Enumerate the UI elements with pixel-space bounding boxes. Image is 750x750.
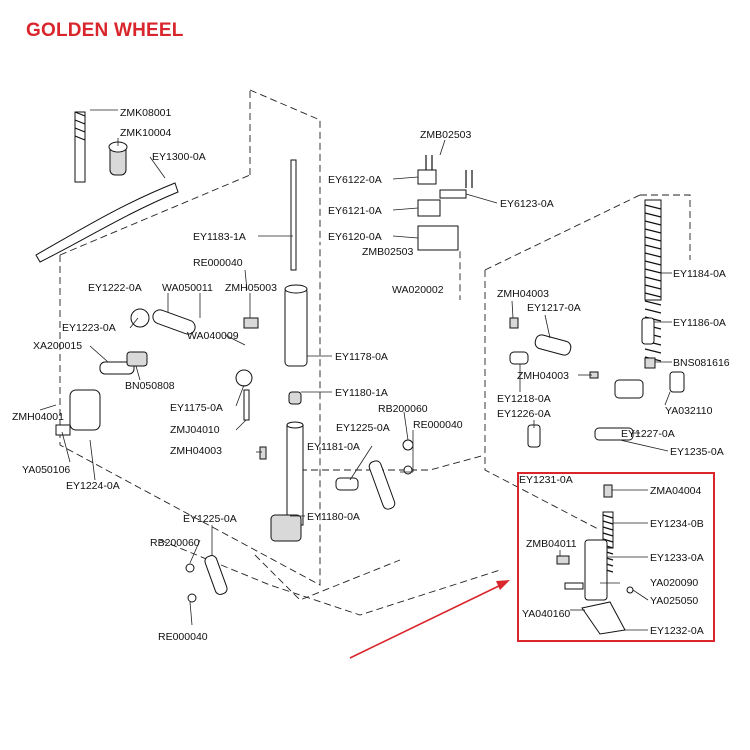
label-wa050011: WA050011 xyxy=(162,282,213,294)
label-rb200060-bottom: RB200060 xyxy=(150,537,200,549)
label-rb200060-top: RB200060 xyxy=(378,403,428,415)
highlight-arrow xyxy=(349,580,510,659)
label-zmb02503-top: ZMB02503 xyxy=(420,129,472,141)
assembly-outlines xyxy=(59,89,691,616)
link-parts xyxy=(185,439,414,603)
label-ey6123: EY6123-0A xyxy=(500,198,554,210)
label-zmh04001: ZMH04001 xyxy=(12,411,64,423)
label-ey1235: EY1235-0A xyxy=(670,446,724,458)
needle-bar-assembly xyxy=(270,159,308,542)
label-zmh04003-right: ZMH04003 xyxy=(497,288,549,300)
label-bns081616: BNS081616 xyxy=(673,357,730,369)
label-ey1226: EY1226-0A xyxy=(497,408,551,420)
label-ey6120: EY6120-0A xyxy=(328,231,382,243)
label-ey6122: EY6122-0A xyxy=(328,174,382,186)
label-ey1180-1a: EY1180-1A xyxy=(335,387,388,399)
presser-foot-assembly xyxy=(556,484,634,635)
label-ya025050: YA025050 xyxy=(650,595,698,607)
label-ya040160: YA040160 xyxy=(522,608,570,620)
label-ey1218: EY1218-0A xyxy=(497,393,551,405)
label-bn050808: BN050808 xyxy=(125,380,175,392)
label-ey1224: EY1224-0A xyxy=(66,480,120,492)
label-zmb04011: ZMB04011 xyxy=(526,538,577,550)
label-zmh04003-right2: ZMH04003 xyxy=(517,370,569,382)
label-zmh04003-left: ZMH04003 xyxy=(170,445,222,457)
label-ey1234: EY1234-0B xyxy=(650,518,704,530)
label-ya020090: YA020090 xyxy=(650,577,698,589)
label-wa040009: WA040009 xyxy=(187,330,239,342)
label-re000040-bottom: RE000040 xyxy=(158,631,208,643)
label-ey1227: EY1227-0A xyxy=(621,428,675,440)
label-re000040-top: RE000040 xyxy=(193,257,243,269)
right-side-parts xyxy=(509,199,685,448)
label-ey6121: EY6121-0A xyxy=(328,205,382,217)
label-zma04004: ZMA04004 xyxy=(650,485,702,497)
label-ey1233: EY1233-0A xyxy=(650,552,704,564)
label-ey1186: EY1186-0A xyxy=(673,317,726,329)
leader-lines xyxy=(39,109,672,631)
label-ey1178: EY1178-0A xyxy=(335,351,388,363)
label-ya050106: YA050106 xyxy=(22,464,70,476)
label-ey1183: EY1183-1A xyxy=(193,231,246,243)
label-zmj04010: ZMJ04010 xyxy=(170,424,220,436)
label-xa200015: XA200015 xyxy=(33,340,82,352)
label-ey1175: EY1175-0A xyxy=(170,402,223,414)
label-zmh05003: ZMH05003 xyxy=(225,282,277,294)
label-zmk10004: ZMK10004 xyxy=(120,127,172,139)
label-wa020002: WA020002 xyxy=(392,284,444,296)
brand-title: GOLDEN WHEEL xyxy=(26,20,184,41)
crank-parts xyxy=(55,308,267,460)
label-ey1217: EY1217-0A xyxy=(527,302,581,314)
label-ey1181: EY1181-0A xyxy=(307,441,360,453)
label-ey1180-0a: EY1180-0A xyxy=(307,511,360,523)
thread-guide-parts xyxy=(417,155,473,251)
part-labels: ZMK08001 ZMK10004 EY1300-0A ZMB02503 EY6… xyxy=(12,107,730,643)
label-ey1223: EY1223-0A xyxy=(62,322,116,334)
label-zmk08001: ZMK08001 xyxy=(120,107,172,119)
label-ey1300: EY1300-0A xyxy=(152,151,206,163)
label-zmb02503-b: ZMB02503 xyxy=(362,246,414,258)
label-ey1225-bottom: EY1225-0A xyxy=(183,513,237,525)
presser-lifter-lever xyxy=(35,111,179,263)
label-ey1225-top: EY1225-0A xyxy=(336,422,390,434)
label-ey1222: EY1222-0A xyxy=(88,282,142,294)
highlight-box xyxy=(517,472,715,642)
label-ey1231: EY1231-0A xyxy=(519,474,573,486)
label-re000040-mid: RE000040 xyxy=(413,419,463,431)
label-ey1232: EY1232-0A xyxy=(650,625,704,637)
label-ey1184: EY1184-0A xyxy=(673,268,726,280)
label-ya032110: YA032110 xyxy=(665,405,713,417)
